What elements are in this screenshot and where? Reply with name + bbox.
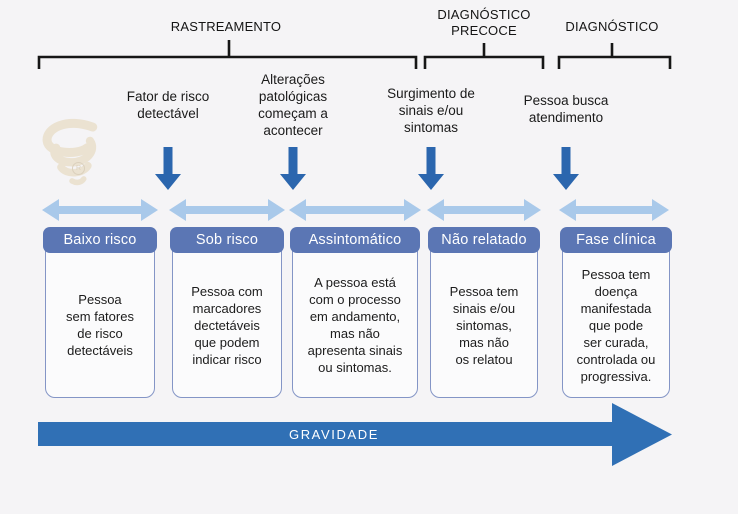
double-arrow-icon-4 [427, 199, 541, 221]
event-label-fator-de-risco: Fator de risco detectável [126, 89, 210, 121]
stage-description: A pessoa está com o processo em andament… [307, 275, 403, 375]
down-arrow-icon-1 [155, 147, 181, 190]
down-arrow-icon-4 [553, 147, 579, 190]
phase-label-diagnostico: DIAGNÓSTICO [565, 19, 659, 34]
stage-title-assintomatico: Assintomático [290, 227, 420, 253]
phase-label-diagnostico-precoce: DIAGNÓSTICO PRECOCE [437, 7, 531, 38]
severity-arrow-label: GRAVIDADE [288, 426, 379, 442]
stage-description: Pessoa tem sinais e/ou sintomas, mas não… [449, 283, 519, 367]
bracket-diagnostico-precoce [423, 43, 545, 69]
double-arrow-icon-5 [559, 199, 669, 221]
stage-card-nao-relatado: Não relatado Pessoa tem sinais e/ou sint… [428, 227, 540, 398]
stage-title-fase-clinica: Fase clínica [560, 227, 672, 253]
stage-title-sob-risco: Sob risco [170, 227, 284, 253]
double-arrow-icon-3 [289, 199, 421, 221]
swirl-logo-watermark [42, 118, 98, 186]
double-arrow-icon-1 [42, 199, 158, 221]
stage-title-nao-relatado: Não relatado [428, 227, 540, 253]
down-arrow-icon-3 [418, 147, 444, 190]
double-arrow-icon-2 [169, 199, 285, 221]
stage-title-baixo-risco: Baixo risco [43, 227, 157, 253]
phase-label-rastreamento: RASTREAMENTO [170, 19, 282, 34]
stage-card-sob-risco: Sob risco Pessoa com marcadores dectetáv… [170, 227, 284, 398]
stage-description: Pessoa tem doença manifestada que pode s… [576, 266, 656, 384]
stage-card-baixo-risco: Baixo risco Pessoa sem fatores de risco … [43, 227, 157, 398]
event-label-alteracoes-patologicas: Alterações patológicas começam a acontec… [258, 72, 328, 138]
stage-card-assintomatico: Assintomático A pessoa está com o proces… [290, 227, 420, 398]
stage-description: Pessoa com marcadores dectetáveis que po… [191, 283, 263, 367]
bracket-rastreamento [37, 40, 418, 69]
stage-card-fase-clinica: Fase clínica Pessoa tem doença manifesta… [560, 227, 672, 398]
stage-description: Pessoa sem fatores de risco detectáveis [66, 292, 134, 358]
bracket-diagnostico [557, 43, 672, 69]
event-label-surgimento-sinais: Surgimento de sinais e/ou sintomas [387, 86, 475, 135]
down-arrow-icon-2 [280, 147, 306, 190]
registered-trademark-icon: R [72, 162, 85, 175]
event-label-pessoa-busca-atendimento: Pessoa busca atendimento [523, 93, 609, 125]
